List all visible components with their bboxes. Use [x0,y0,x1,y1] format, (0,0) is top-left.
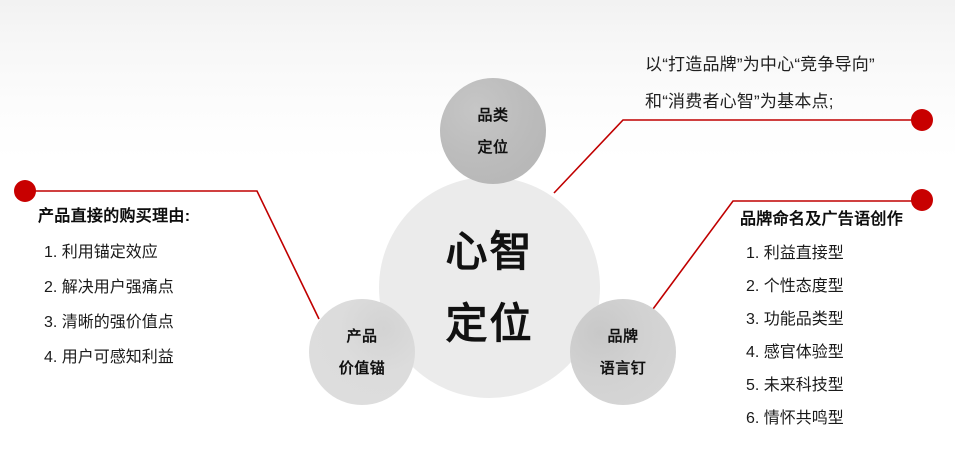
hub-line-2: 定位 [445,299,534,347]
callout-top-right-line-2: 和“消费者心智”为基本点; [645,92,834,111]
callout-left-item: 4. 用户可感知利益 [44,349,174,366]
node-circle-brand[interactable]: 品牌 语言钉 [570,299,676,405]
callout-left-item: 2. 解决用户强痛点 [44,279,174,296]
hub-circle-mind-positioning[interactable]: 心智 定位 [379,177,600,398]
callout-right-item: 2. 个性态度型 [746,278,844,295]
callout-right-item: 3. 功能品类型 [746,311,844,328]
callout-left-item: 3. 清晰的强价值点 [44,314,174,331]
callout-left-item: 1. 利用锚定效应 [44,244,158,261]
node-product-line-1: 产品 [346,327,378,345]
callout-left: 产品直接的购买理由: 1. 利用锚定效应 2. 解决用户强痛点 3. 清晰的强价… [38,202,190,378]
callout-top-right-line-1: 以“打造品牌”为中心“竞争导向” [645,55,875,74]
hub-line-1: 心智 [445,227,534,275]
callout-right-item: 6. 情怀共鸣型 [746,410,844,427]
node-brand-line-2: 语言钉 [599,359,647,377]
callout-right-heading: 品牌命名及广告语创作 [740,211,904,228]
callout-right-item: 4. 感官体验型 [746,344,844,361]
node-brand-line-1: 品牌 [607,327,639,345]
callout-right-item: 5. 未来科技型 [746,377,844,394]
node-circle-product[interactable]: 产品 价值锚 [309,299,415,405]
callout-dot-right[interactable] [911,189,933,211]
callout-right-item: 1. 利益直接型 [746,245,844,262]
callout-right: 品牌命名及广告语创作 1. 利益直接型 2. 个性态度型 3. 功能品类型 4.… [740,205,903,437]
callout-dot-left[interactable] [14,180,36,202]
node-circle-category[interactable]: 品类 定位 [440,78,546,184]
callout-dot-top-right[interactable] [911,109,933,131]
callout-left-heading: 产品直接的购买理由: [38,208,191,225]
node-product-line-2: 价值锚 [338,359,386,377]
callout-top-right: 以“打造品牌”为中心“竞争导向” 和“消费者心智”为基本点; [645,50,875,124]
connector-top-right [553,119,922,194]
node-category-line-1: 品类 [477,106,509,124]
node-category-line-2: 定位 [477,138,509,156]
